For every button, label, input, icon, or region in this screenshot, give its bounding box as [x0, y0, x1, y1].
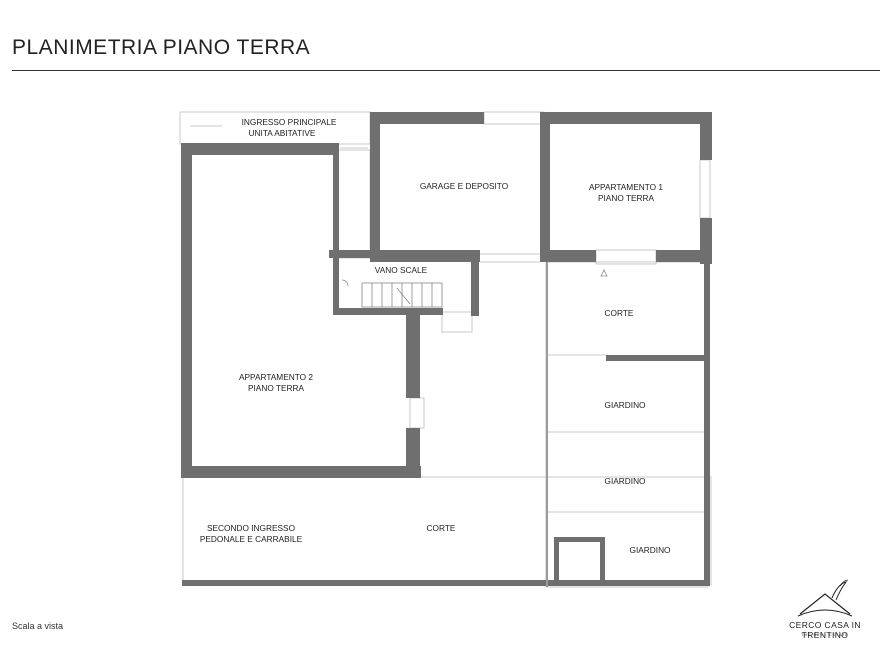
wall — [600, 537, 605, 585]
entrance-corridor — [337, 149, 371, 259]
stairs — [341, 269, 608, 308]
wall — [182, 580, 710, 586]
scale-note: Scala a vista — [12, 621, 64, 631]
label-vano-scale: VANO SCALE — [375, 265, 428, 275]
wall — [471, 258, 479, 316]
wall — [554, 537, 559, 585]
wall — [406, 428, 420, 478]
label-ingresso-line2: UNITA ABITATIVE — [249, 128, 316, 138]
label-giardino-3: GIARDINO — [629, 545, 671, 555]
wall — [700, 112, 712, 160]
label-app2-line1: APPARTAMENTO 2 — [239, 372, 313, 382]
wall — [406, 312, 420, 398]
wall — [540, 250, 596, 262]
label-corte-upper: CORTE — [605, 308, 634, 318]
label-app2-line2: PIANO TERRA — [248, 383, 305, 393]
label-ingresso-line1: INGRESSO PRINCIPALE — [242, 117, 337, 127]
label-app1-line1: APPARTAMENTO 1 — [589, 182, 663, 192]
wall — [370, 250, 480, 262]
label-corte-lower: CORTE — [427, 523, 456, 533]
title-divider — [12, 70, 880, 71]
company-logo: CERCO CASA IN TRENTINO THE REAL ESTATE — [770, 576, 880, 642]
logo-tagline: THE REAL ESTATE — [801, 632, 849, 637]
wall — [544, 112, 712, 124]
plan-walls — [181, 112, 712, 587]
wall — [656, 250, 712, 262]
label-giardino-1: GIARDINO — [604, 400, 646, 410]
stair-landing — [441, 311, 473, 333]
wall — [704, 262, 710, 582]
page-title: PLANIMETRIA PIANO TERRA — [12, 36, 311, 59]
app1-window — [699, 159, 711, 219]
label-app1-line2: PIANO TERRA — [598, 193, 655, 203]
wall — [333, 308, 443, 315]
wall — [181, 143, 337, 155]
house-logo-icon — [797, 579, 853, 617]
wall — [181, 466, 421, 478]
wall — [554, 537, 604, 542]
garage-window — [483, 111, 545, 125]
app2-window — [409, 397, 425, 429]
wall — [333, 143, 339, 313]
label-garage: GARAGE E DEPOSITO — [420, 181, 509, 191]
label-secondo-line1: SECONDO INGRESSO — [207, 523, 296, 533]
label-giardino-2: GIARDINO — [604, 476, 646, 486]
wall — [370, 112, 484, 124]
label-secondo-line2: PEDONALE E CARRABILE — [200, 534, 303, 544]
wall — [540, 112, 550, 262]
wall — [606, 355, 710, 361]
wall — [181, 143, 192, 478]
logo-name: CERCO CASA IN TRENTINO — [789, 620, 861, 640]
wall — [370, 112, 380, 262]
